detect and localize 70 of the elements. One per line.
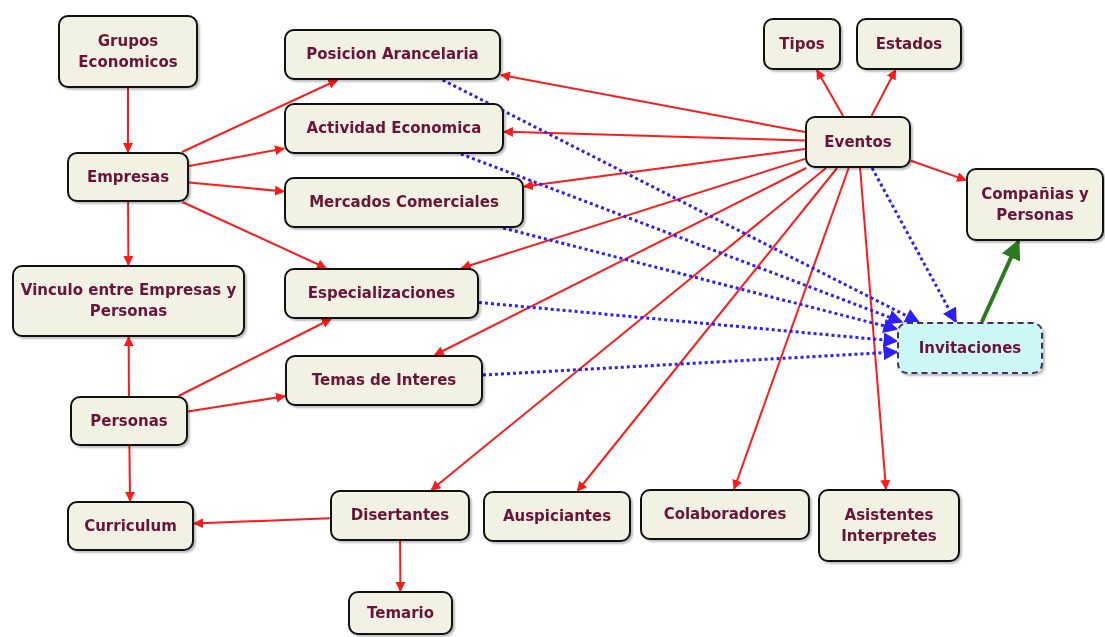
arrow (188, 181, 285, 196)
node-label: Eventos (824, 131, 892, 153)
node-label: Especializaciones (307, 283, 456, 304)
node-label: Posicion Arancelaria (306, 44, 479, 65)
process-box (856, 18, 962, 70)
dotted-arrow (478, 301, 899, 348)
node-label: Asistentes Interpretes (840, 504, 938, 547)
arrow (523, 148, 806, 191)
arrow (503, 126, 806, 142)
arrow (859, 167, 891, 490)
dotted-arrow (482, 345, 899, 377)
arrow (125, 445, 135, 502)
arrow (576, 167, 839, 492)
thick-arrow (979, 239, 1021, 323)
process-box (330, 490, 470, 541)
arrow (123, 201, 134, 266)
arrow (123, 336, 134, 397)
process-box (67, 501, 194, 551)
node-label: Estados (875, 33, 943, 55)
node-label: Empresas (86, 166, 170, 188)
process-box (284, 177, 524, 228)
node-label: Auspiciantes (502, 506, 612, 527)
process-box (284, 103, 504, 154)
node-label: Temario (367, 602, 434, 624)
arrow (910, 159, 967, 182)
process-box (67, 152, 189, 202)
dotted-arrow (502, 226, 899, 334)
arrow (188, 145, 285, 167)
arrow (123, 87, 133, 153)
process-box (348, 591, 453, 635)
arrow (433, 167, 808, 356)
arrow (181, 79, 339, 153)
process-box (483, 491, 631, 542)
node-label: Actividad Economica (306, 118, 482, 139)
arrow (181, 201, 327, 269)
node-label: Compañias y Personas (980, 183, 1090, 226)
node-label: Temas de Interes (311, 370, 457, 391)
process-box (640, 489, 810, 540)
arrow (500, 71, 806, 133)
process-box (805, 116, 911, 168)
process-box (70, 396, 188, 446)
process-box (818, 489, 960, 562)
arrow (460, 157, 806, 271)
node-label: Invitaciones (918, 337, 1022, 359)
process-box (285, 355, 483, 406)
process-box (763, 18, 841, 70)
arrow (193, 517, 331, 529)
dotted-arrow (442, 78, 921, 324)
process-box (58, 15, 198, 88)
arrow (815, 69, 845, 117)
arrow (177, 318, 332, 397)
process-box (284, 268, 479, 319)
dotted-arrow (870, 167, 958, 324)
arrow (187, 392, 286, 413)
arrow (395, 540, 406, 592)
process-box (12, 265, 245, 337)
node-label: Vinculo entre Empresas y Personas (20, 280, 237, 322)
arrow (870, 69, 897, 117)
node-label: Mercados Comerciales (309, 192, 499, 213)
node-label: Tipos (779, 33, 825, 55)
process-box (284, 29, 501, 80)
arrow (732, 167, 850, 490)
arrow (430, 167, 828, 491)
node-label: Personas (90, 410, 168, 432)
node-label: Colaboradores (663, 504, 787, 525)
process-box (966, 168, 1104, 241)
node-label: Disertantes (350, 505, 450, 526)
process-box (897, 322, 1043, 374)
node-label: Curriculum (84, 515, 177, 537)
node-label: Grupos Economicos (77, 30, 179, 73)
